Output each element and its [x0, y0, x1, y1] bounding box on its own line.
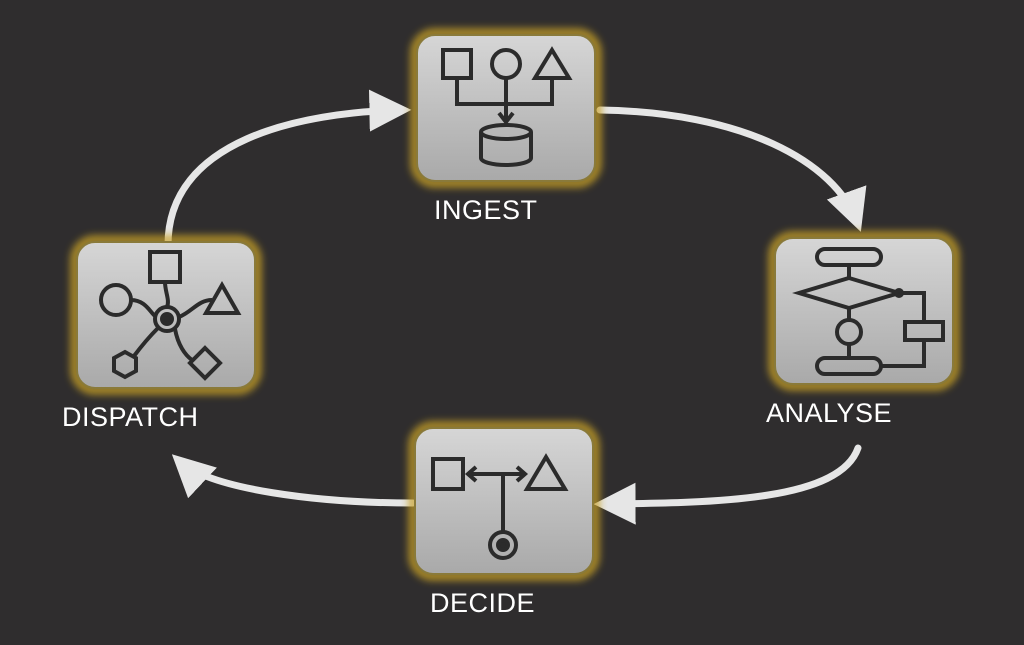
flowchart-icon — [792, 247, 945, 376]
dispatch-tile — [70, 235, 262, 395]
decision-branch-icon — [431, 453, 569, 560]
decide-tile — [408, 421, 600, 581]
decide-label: DECIDE — [430, 588, 536, 618]
analyse-label: ANALYSE — [766, 398, 893, 428]
arrow-analyse-to-decide — [593, 444, 862, 525]
ingest-label: INGEST — [434, 195, 538, 225]
analyse-tile — [768, 231, 960, 391]
arrow-dispatch-to-ingest — [164, 89, 412, 249]
dispatch-label: DISPATCH — [62, 402, 199, 432]
arrow-ingest-to-analyse — [596, 106, 867, 232]
ingest-tile — [410, 28, 602, 188]
merge-into-database-icon — [441, 46, 573, 167]
arrow-decide-to-dispatch — [171, 454, 417, 507]
cycle-arrows — [164, 89, 867, 525]
hub-distribution-icon — [99, 250, 242, 381]
